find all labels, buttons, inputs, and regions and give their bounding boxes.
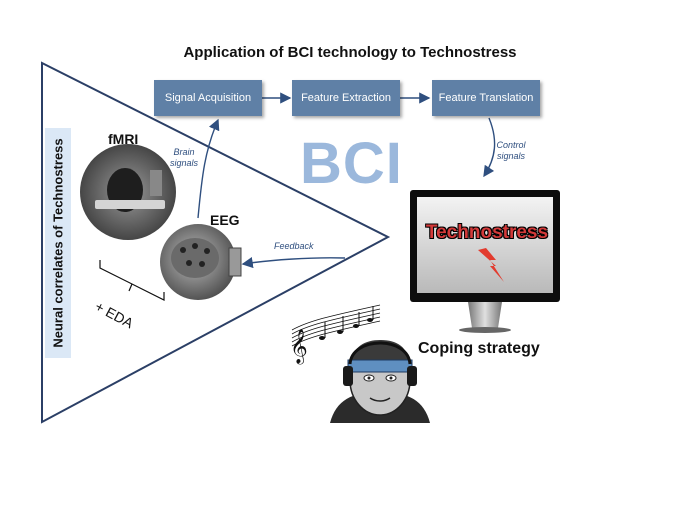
signal-acquisition-box: Signal Acquisition xyxy=(154,80,262,116)
monitor xyxy=(410,190,560,333)
svg-text:𝄞: 𝄞 xyxy=(290,329,308,365)
brain-signals-label: Brain signals xyxy=(164,147,204,169)
feature-extraction-box: Feature Extraction xyxy=(292,80,400,116)
feedback-label: Feedback xyxy=(274,241,314,251)
diagram-title: Application of BCI technology to Technos… xyxy=(183,44,517,61)
technostress-screen-text: Technostress xyxy=(425,222,549,243)
person-headphones-icon xyxy=(330,340,430,423)
control-signals-label: Control signals xyxy=(491,140,531,162)
fmri-image xyxy=(80,144,176,240)
control-signals-arrow xyxy=(483,117,496,178)
side-label-box: Neural correlates of Technostress xyxy=(45,128,71,358)
eda-bracket-tick xyxy=(128,283,133,292)
feature-translation-box: Feature Translation xyxy=(432,80,540,116)
side-label-text: Neural correlates of Technostress xyxy=(50,138,66,348)
feedback-arrow xyxy=(241,257,346,269)
fmri-label: fMRI xyxy=(108,131,139,147)
brain-signals-label-line2: signals xyxy=(169,158,198,168)
lightning-icon xyxy=(478,248,504,282)
brain-signals-arrow xyxy=(197,118,220,219)
music-notes-icon: 𝄞 xyxy=(290,304,381,365)
control-signals-label-line1: Control xyxy=(496,140,526,150)
coping-strategy-label: Coping strategy xyxy=(418,340,540,357)
bci-label: BCI xyxy=(300,131,403,196)
eeg-image xyxy=(160,224,242,300)
eeg-label: EEG xyxy=(210,212,240,228)
control-signals-label-line2: signals xyxy=(496,151,525,161)
brain-signals-label-line1: Brain xyxy=(173,147,195,157)
